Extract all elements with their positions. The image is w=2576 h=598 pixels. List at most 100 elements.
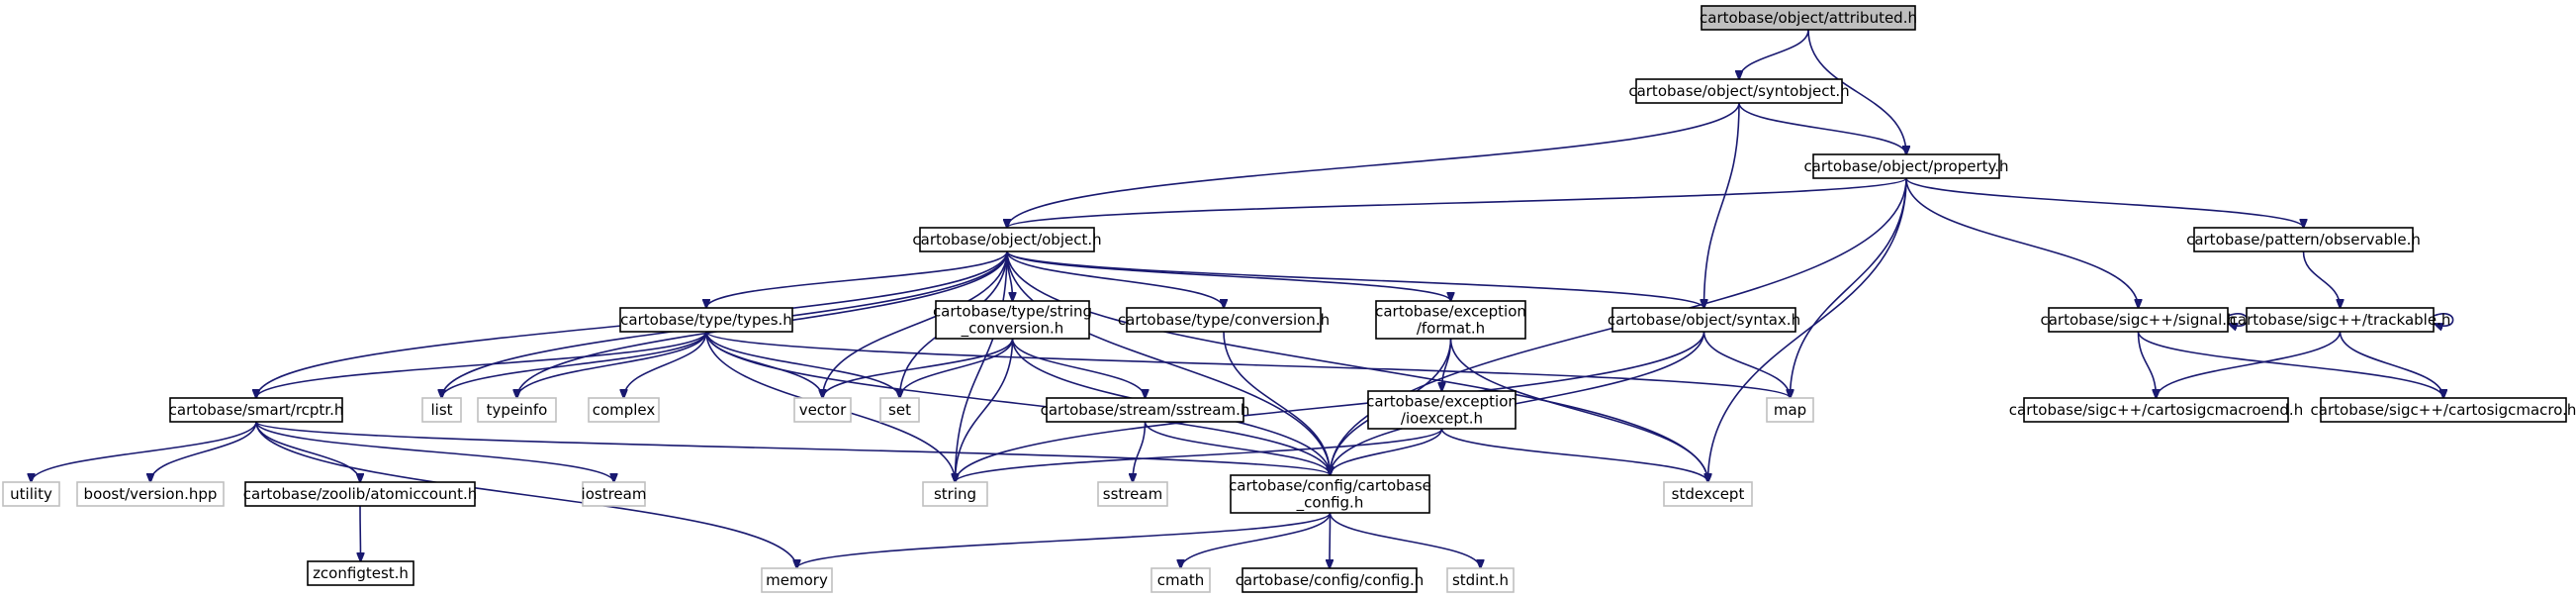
edge-rcptr-to-memory — [255, 421, 797, 568]
node-cartosigcmacroend[interactable]: cartobase/sigc++/cartosigcmacroend.h — [2009, 397, 2303, 423]
node-complex: complex — [588, 397, 660, 423]
edge-types-to-set — [705, 331, 900, 398]
node-label: boost/version.hpp — [84, 485, 218, 503]
node-syntobject[interactable]: cartobase/object/syntobject.h — [1628, 78, 1850, 104]
node-box — [879, 397, 920, 423]
node-box — [1375, 300, 1526, 340]
node-vector: vector — [793, 397, 852, 423]
node-label: _conversion.h — [961, 320, 1064, 339]
node-box — [619, 307, 793, 333]
edge-conversion-to-cartobase-config — [1223, 331, 1331, 475]
node-box — [2320, 397, 2567, 423]
node-cartobase-config[interactable]: cartobase/config/cartobase_config.h — [1229, 474, 1431, 514]
node-box — [761, 567, 833, 593]
node-label: cartobase/type/types.h — [620, 311, 792, 329]
node-label: vector — [799, 401, 847, 419]
node-box — [1097, 481, 1168, 507]
node-label: cartobase/object/property.h — [1803, 157, 2008, 175]
edge-types-to-complex — [624, 331, 707, 398]
node-box — [2193, 227, 2414, 252]
edge-types-to-typeinfo — [517, 331, 707, 398]
node-box — [582, 481, 646, 507]
node-stdint: stdint.h — [1446, 567, 1515, 593]
node-box — [1367, 390, 1517, 430]
edge-sstream-h-to-sstream — [1133, 421, 1147, 482]
node-box — [935, 300, 1090, 340]
node-box — [1611, 307, 1796, 333]
node-box — [1446, 567, 1515, 593]
edge-object-to-types — [706, 250, 1008, 308]
edge-syntobject-to-syntax — [1704, 102, 1740, 308]
node-cartosigcmacro[interactable]: cartobase/sigc++/cartosigcmacro.h — [2311, 397, 2576, 423]
node-label: cartobase/config/cartobase — [1229, 477, 1431, 495]
node-label: cartobase/config/config.h — [1236, 571, 1425, 589]
node-property[interactable]: cartobase/object/property.h — [1803, 153, 2009, 179]
node-label: _config.h — [1296, 494, 1364, 513]
node-conversion[interactable]: cartobase/type/conversion.h — [1118, 307, 1330, 333]
edge-types-to-cartobase-config — [705, 331, 1331, 475]
edge-ioexcept-to-cartobase-config — [1331, 428, 1443, 475]
node-box — [2048, 307, 2229, 333]
node-cmath: cmath — [1150, 567, 1211, 593]
node-label: cartobase/zoolib/atomiccount.h — [243, 485, 477, 503]
edge-ioexcept-to-stdexcept — [1440, 428, 1708, 482]
node-label: /format.h — [1417, 320, 1485, 338]
edge-property-to-observable — [1905, 177, 2304, 228]
edge-property-to-signal — [1905, 177, 2139, 308]
node-label: cartobase/object/syntobject.h — [1628, 82, 1849, 100]
edge-object-to-string — [956, 250, 1008, 482]
edge-object-to-cartobase-config — [1006, 250, 1331, 475]
node-sstream-h[interactable]: cartobase/stream/sstream.h — [1041, 397, 1250, 423]
node-rcptr[interactable]: cartobase/smart/rcptr.h — [169, 397, 344, 423]
nodes-layer: cartobase/object/attributed.h cartobase/o… — [2, 5, 2576, 593]
node-label: iostream — [582, 485, 647, 503]
node-label: cartobase/sigc++/signal.h — [2040, 311, 2236, 329]
node-types[interactable]: cartobase/type/types.h — [619, 307, 793, 333]
edge-property-to-stdexcept — [1708, 177, 1907, 482]
node-label: cartobase/object/attributed.h — [1700, 9, 1917, 27]
edge-string-conversion-to-set — [900, 338, 1014, 398]
edge-cartobase-config-to-config-h — [1330, 512, 1331, 568]
node-object[interactable]: cartobase/object/object.h — [912, 227, 1102, 252]
node-config-h[interactable]: cartobase/config/config.h — [1236, 567, 1425, 593]
edge-syntax-to-cartobase-config — [1331, 331, 1705, 475]
node-label: zconfigtest.h — [313, 564, 409, 582]
node-box — [1635, 78, 1843, 104]
edge-types-to-list — [442, 331, 707, 398]
node-box — [169, 397, 343, 423]
node-label: complex — [593, 401, 656, 419]
node-signal[interactable]: cartobase/sigc++/signal.h — [2040, 307, 2237, 333]
edge-rcptr-to-cartobase-config — [255, 421, 1331, 475]
node-label: cartobase/object/syntax.h — [1608, 311, 1800, 329]
edge-property-to-map — [1791, 177, 1907, 398]
node-box — [793, 397, 852, 423]
node-syntax[interactable]: cartobase/object/syntax.h — [1608, 307, 1800, 333]
node-observable[interactable]: cartobase/pattern/observable.h — [2186, 227, 2421, 252]
node-list: list — [421, 397, 462, 423]
node-atomiccount[interactable]: cartobase/zoolib/atomiccount.h — [243, 481, 477, 507]
edge-rcptr-to-boost-version — [150, 421, 257, 482]
node-box — [1150, 567, 1211, 593]
edge-cartobase-config-to-cmath — [1181, 512, 1332, 568]
node-typeinfo: typeinfo — [477, 397, 557, 423]
node-box — [244, 481, 476, 507]
node-label: cmath — [1157, 571, 1204, 589]
node-box — [919, 227, 1095, 252]
node-label: cartobase/sigc++/trackable.h — [2230, 311, 2451, 329]
node-format[interactable]: cartobase/exception/format.h — [1375, 300, 1526, 340]
node-label: set — [888, 401, 911, 419]
edge-rcptr-to-atomiccount — [255, 421, 360, 482]
node-ioexcept[interactable]: cartobase/exception/ioexcept.h — [1366, 390, 1518, 430]
node-attributed[interactable]: cartobase/object/attributed.h — [1700, 5, 1917, 31]
node-string-conversion[interactable]: cartobase/type/string_conversion.h — [933, 300, 1092, 340]
edge-types-to-rcptr — [256, 331, 707, 398]
edge-trackable-to-trackable — [2434, 313, 2454, 326]
node-label: list — [430, 401, 452, 419]
node-trackable[interactable]: cartobase/sigc++/trackable.h — [2230, 307, 2451, 333]
edge-rcptr-to-utility — [32, 421, 257, 482]
node-label: cartobase/type/conversion.h — [1118, 311, 1330, 329]
node-box — [2, 481, 60, 507]
node-box — [1812, 153, 2000, 179]
node-zconfigtest[interactable]: zconfigtest.h — [307, 560, 414, 586]
